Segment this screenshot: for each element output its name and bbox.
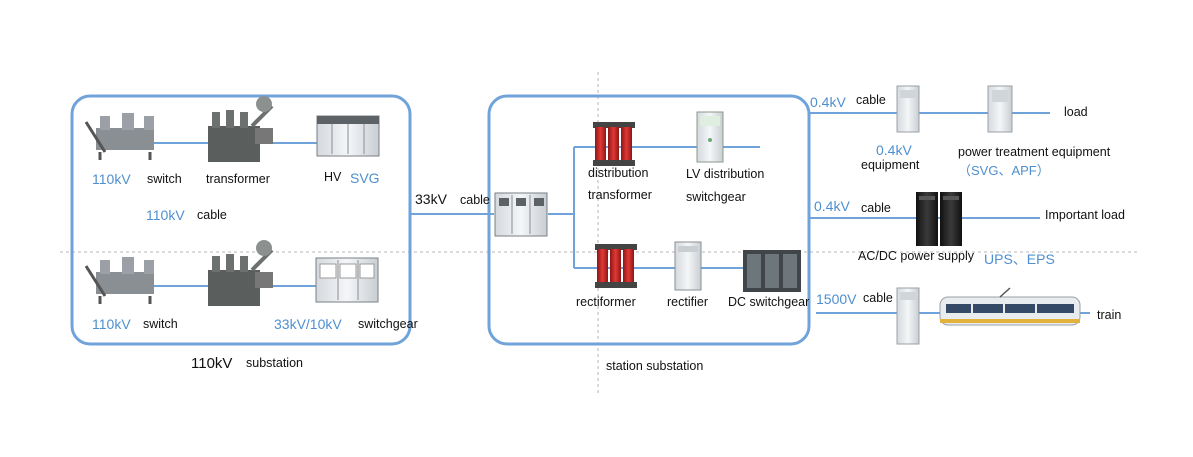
switchgear-voltage: 33kV/10kV [274,316,342,332]
branch-04b-cable: cable [861,201,891,215]
power-treatment-icon [987,85,1013,133]
ac-dc-power-supply-label: AC/DC power supply [858,249,975,263]
top-switch-voltage: 110kV [92,171,131,187]
station-switchgear-icon [494,192,548,237]
link-33-label: cable [460,193,490,207]
train-label: train [1097,308,1122,322]
svg-label: SVG [350,170,380,186]
dc-switchgear-icon [743,250,801,292]
cable-110-label: cable [197,208,227,222]
switchgear-label: switchgear [358,317,418,331]
rectiformer-label: rectiformer [576,295,636,309]
lv-switchgear-line1: LV distribution [686,167,765,181]
branch-1500-cable: cable [863,291,893,305]
train-icon [939,287,1081,326]
link-33-voltage: 33kV [415,191,447,207]
distribution-transformer-icon [593,122,635,166]
top-transformer-label: transformer [206,172,270,186]
equipment-voltage: 0.4kV [876,142,912,158]
equipment-label: equipment [861,158,920,172]
bottom-switch-label: switch [143,317,178,331]
rectiformer-icon [595,244,637,288]
distribution-transformer-line2: transformer [588,188,652,202]
rectifier-label: rectifier [667,295,708,309]
transformer-icon [208,240,274,306]
station-substation-label: station substation [606,359,704,373]
transformer-icon [208,96,274,162]
load-label: load [1064,105,1088,119]
branch-04a-cable: cable [856,93,886,107]
dc-switchgear-label: DC switchgear [728,295,810,309]
distribution-transformer-line1: distribution [588,166,649,180]
cable-110-voltage: 110kV [146,207,185,223]
bottom-switch-voltage: 110kV [92,316,131,332]
branch-1500-voltage: 1500V [816,291,857,307]
hv-label: HV [324,170,342,184]
important-load-label: Important load [1045,208,1125,222]
traction-cabinet-icon [896,287,920,345]
power-treatment-label: power treatment equipment [958,145,1111,159]
switch-icon [84,257,154,304]
switch-icon [84,113,154,160]
rectifier-icon [674,241,702,291]
station-substation-box [487,94,811,346]
ups-eps-label: UPS、EPS [984,251,1055,267]
lv-switchgear-icon [696,111,724,163]
top-switch-label: switch [147,172,182,186]
substation-110-voltage: 110kV [191,355,233,372]
switchgear-cabinet-icon [315,257,379,303]
power-treatment-types: （SVG、APF） [958,163,1050,178]
equipment-cabinet-icon [896,85,920,133]
substation-110-box [70,94,412,346]
branch-04b-voltage: 0.4kV [814,198,850,214]
lv-switchgear-line2: switchgear [686,190,746,204]
branch-04a-voltage: 0.4kV [810,94,846,110]
substation-110-label: substation [246,356,303,370]
hv-svg-cabinet-icon [316,115,380,157]
ups-rack-icon [916,192,962,246]
